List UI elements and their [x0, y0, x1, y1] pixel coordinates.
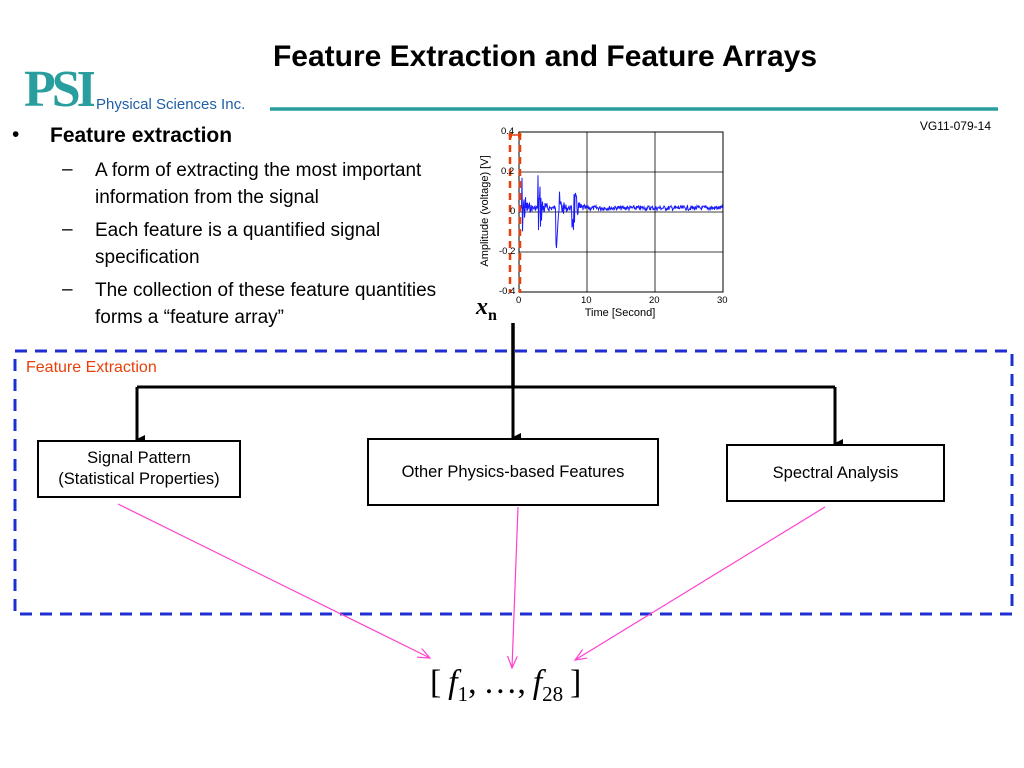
- bullet-dot: •: [12, 123, 20, 146]
- y-tick: -0.2: [499, 246, 516, 257]
- feature-first-sub: 1: [457, 681, 469, 706]
- bullet-heading: Feature extraction: [50, 124, 233, 147]
- psi-logo-mark: PSI: [24, 61, 100, 118]
- bullet-item: A form of extracting the most important …: [95, 160, 422, 208]
- pink-arrow-left: [117, 503, 430, 658]
- signal-symbol-subscript: n: [488, 306, 497, 324]
- x-axis-label: Time [Second]: [584, 307, 656, 319]
- dash-marker: –: [62, 219, 73, 240]
- feature-first-symbol: f: [448, 664, 458, 701]
- signal-trace: [518, 175, 724, 249]
- x-tick: 0: [516, 295, 522, 306]
- arrow-head: [508, 132, 512, 138]
- pink-arrow-center: [512, 506, 519, 668]
- signal-symbol: xn: [476, 294, 497, 325]
- dash-marker: –: [62, 159, 73, 180]
- feature-extraction-region: [13, 349, 1014, 616]
- slide-title: Feature Extraction and Feature Arrays: [272, 40, 818, 73]
- psi-logo: PSI: [24, 60, 100, 118]
- signal-symbol-base: x: [476, 294, 488, 320]
- bullet-item: Each feature is a quantified signal spec…: [95, 220, 381, 268]
- box-spectral-analysis: Spectral Analysis: [726, 444, 945, 502]
- x-tick: 10: [581, 295, 592, 306]
- feature-ellipsis: …: [483, 664, 518, 701]
- feature-last-sub: 28: [542, 681, 564, 706]
- header-rule: [270, 107, 998, 111]
- logo-letters: PSI: [24, 61, 94, 112]
- feature-array: [ f1, …, f28 ]: [430, 664, 582, 706]
- pink-arrow-right: [575, 506, 826, 660]
- box-physics-features: Other Physics-based Features: [367, 438, 659, 506]
- feature-last-symbol: f: [532, 664, 543, 701]
- x-tick: 20: [649, 295, 660, 306]
- arrow-head: [518, 132, 522, 138]
- box-signal-pattern: Signal Pattern (Statistical Properties): [37, 440, 241, 498]
- y-tick: 0.4: [501, 126, 515, 137]
- y-tick: 0.2: [501, 166, 515, 177]
- signal-plot: [508, 131, 724, 293]
- region-label: Feature Extraction: [26, 359, 157, 376]
- x-tick: 30: [717, 295, 728, 306]
- y-tick: -0.4: [499, 286, 516, 297]
- bullet-item: The collection of these feature quantiti…: [95, 280, 437, 328]
- y-tick: 0: [510, 206, 516, 217]
- slide-id: VG11-079-14: [919, 119, 991, 133]
- dash-marker: –: [62, 279, 73, 300]
- org-name: Physical Sciences Inc.: [96, 96, 246, 113]
